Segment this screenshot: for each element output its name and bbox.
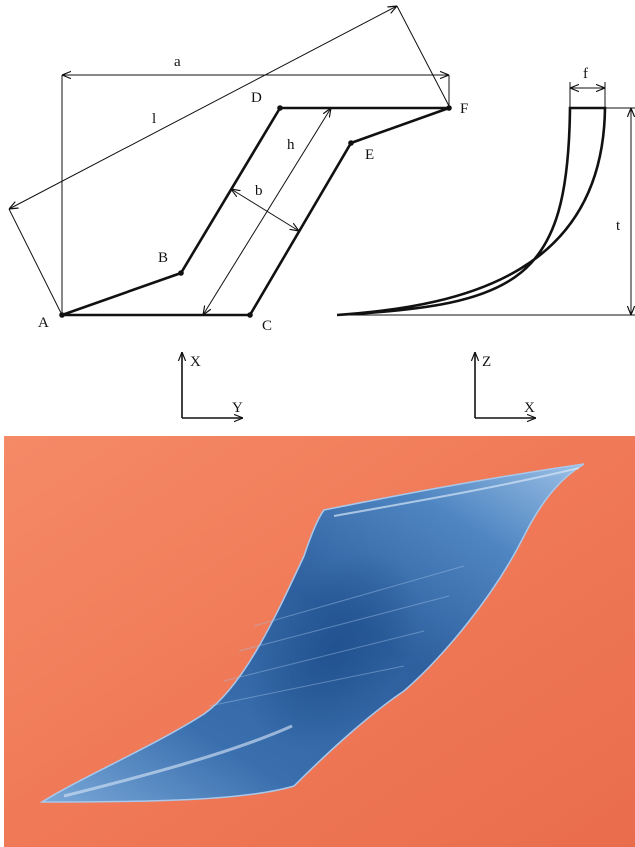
dimension-h-label: h (287, 137, 295, 153)
axes-zx: Z X (475, 352, 536, 418)
dimension-l-extension-right (396, 5, 450, 107)
axis-y-label: Y (232, 400, 243, 416)
dimension-b-line (231, 189, 299, 231)
dimension-l: l (8, 5, 450, 316)
blade-dark-region (248, 552, 420, 750)
point-a-label: A (38, 315, 49, 331)
profile-points: A B C D E F (38, 90, 468, 334)
blade-edge-highlight (63, 724, 293, 798)
dimension-b: b (231, 183, 299, 231)
dimension-f-label: f (583, 66, 588, 82)
dimension-l-label: l (152, 111, 156, 127)
side-view: f t (336, 66, 635, 317)
axis-x2-label: X (524, 400, 535, 416)
blade-photo (4, 436, 635, 847)
dimension-t-label: t (616, 218, 621, 234)
axis-z-label: Z (482, 354, 491, 370)
point-b-label: B (158, 250, 168, 266)
blade-profile-outline (61, 106, 450, 317)
point-a-marker (59, 312, 65, 318)
dimension-a-label: a (174, 54, 181, 70)
point-e-label: E (365, 147, 374, 163)
side-view-outline (336, 106, 607, 317)
point-f-label: F (460, 101, 468, 117)
dimension-l-extension-left (8, 208, 63, 316)
point-d-label: D (251, 90, 262, 106)
point-d-marker (277, 105, 283, 111)
blade-top-highlight (333, 467, 580, 517)
point-f-marker (446, 105, 452, 111)
blade-geometry-diagram: a l h b A B C D E F f (0, 0, 635, 430)
point-e-marker (348, 140, 354, 146)
axes-xy: X Y (182, 352, 243, 418)
point-c-label: C (262, 318, 272, 334)
point-c-marker (247, 312, 253, 318)
axis-x-label: X (190, 354, 201, 370)
dimension-b-label: b (255, 183, 263, 199)
blade-print-layers (208, 565, 465, 707)
point-b-marker (178, 270, 184, 276)
